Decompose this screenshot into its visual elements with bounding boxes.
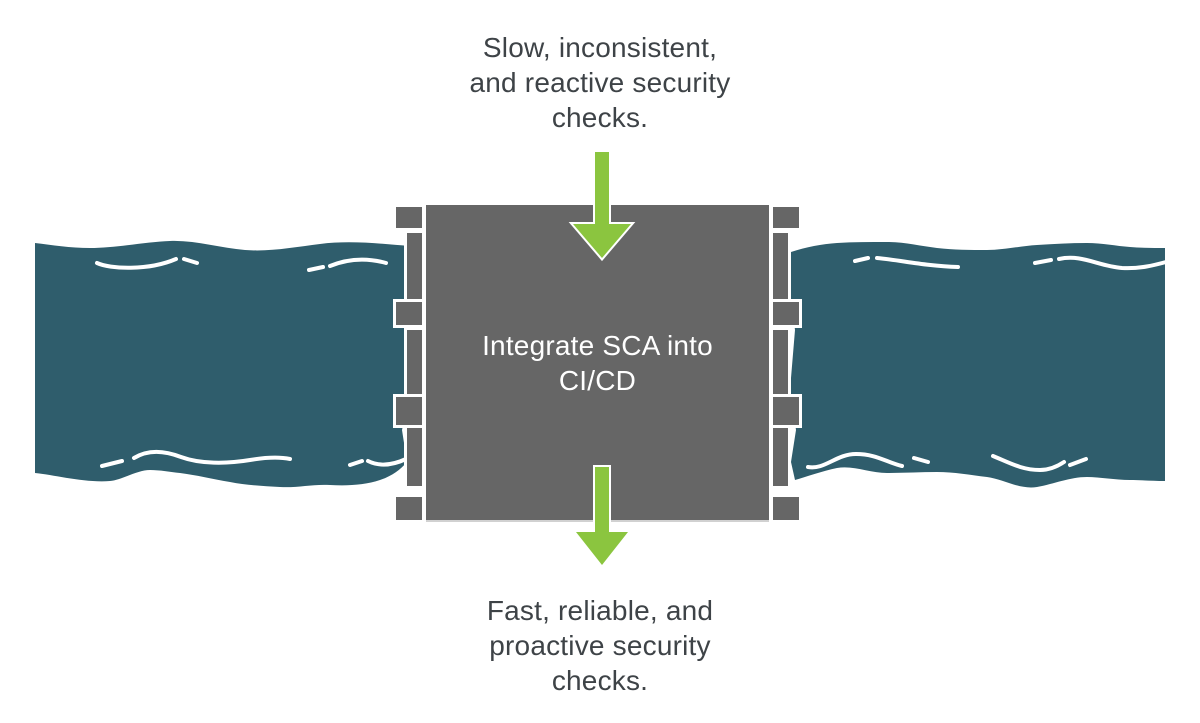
integration-box: Integrate SCA into CI/CD (426, 205, 769, 520)
left-flange-segment (407, 428, 422, 486)
left-flange-bolt (396, 497, 422, 520)
right-flange-bolt (773, 207, 799, 228)
right-water-wave-lines (806, 255, 1168, 473)
right-water-shape (790, 242, 1165, 488)
top-arrow-down-icon (568, 150, 636, 262)
integration-box-label-line: Integrate SCA into (482, 329, 713, 361)
bottom-arrow-down-icon (571, 465, 633, 569)
integration-box-label-line: CI/CD (558, 364, 637, 396)
right-flange-segment (773, 330, 788, 395)
bottom-caption-line: checks. (551, 665, 649, 696)
top-caption-line: Slow, inconsistent, (482, 32, 718, 63)
left-flange-segment (407, 330, 422, 395)
bottom-caption: Fast, reliable, and proactive security c… (380, 593, 820, 698)
left-flange-bolt (396, 207, 422, 228)
right-flange-segment (773, 233, 788, 302)
right-flange-bolt (773, 302, 799, 325)
right-flange-segment (773, 428, 788, 486)
left-water-shape (35, 240, 412, 488)
right-flange-bolt (773, 497, 799, 520)
integration-box-label: Integrate SCA into CI/CD (482, 328, 713, 398)
left-flange-segment (407, 233, 422, 302)
right-flange-bolt (773, 397, 799, 425)
left-flange-bolt (396, 302, 422, 325)
bottom-caption-line: proactive security (489, 630, 711, 661)
top-caption-line: and reactive security (469, 67, 731, 98)
left-flange-bolt (396, 397, 422, 425)
top-caption: Slow, inconsistent, and reactive securit… (380, 30, 820, 135)
top-caption-line: checks. (551, 102, 649, 133)
bottom-caption-line: Fast, reliable, and (486, 595, 714, 626)
left-water-wave-lines (95, 257, 408, 468)
